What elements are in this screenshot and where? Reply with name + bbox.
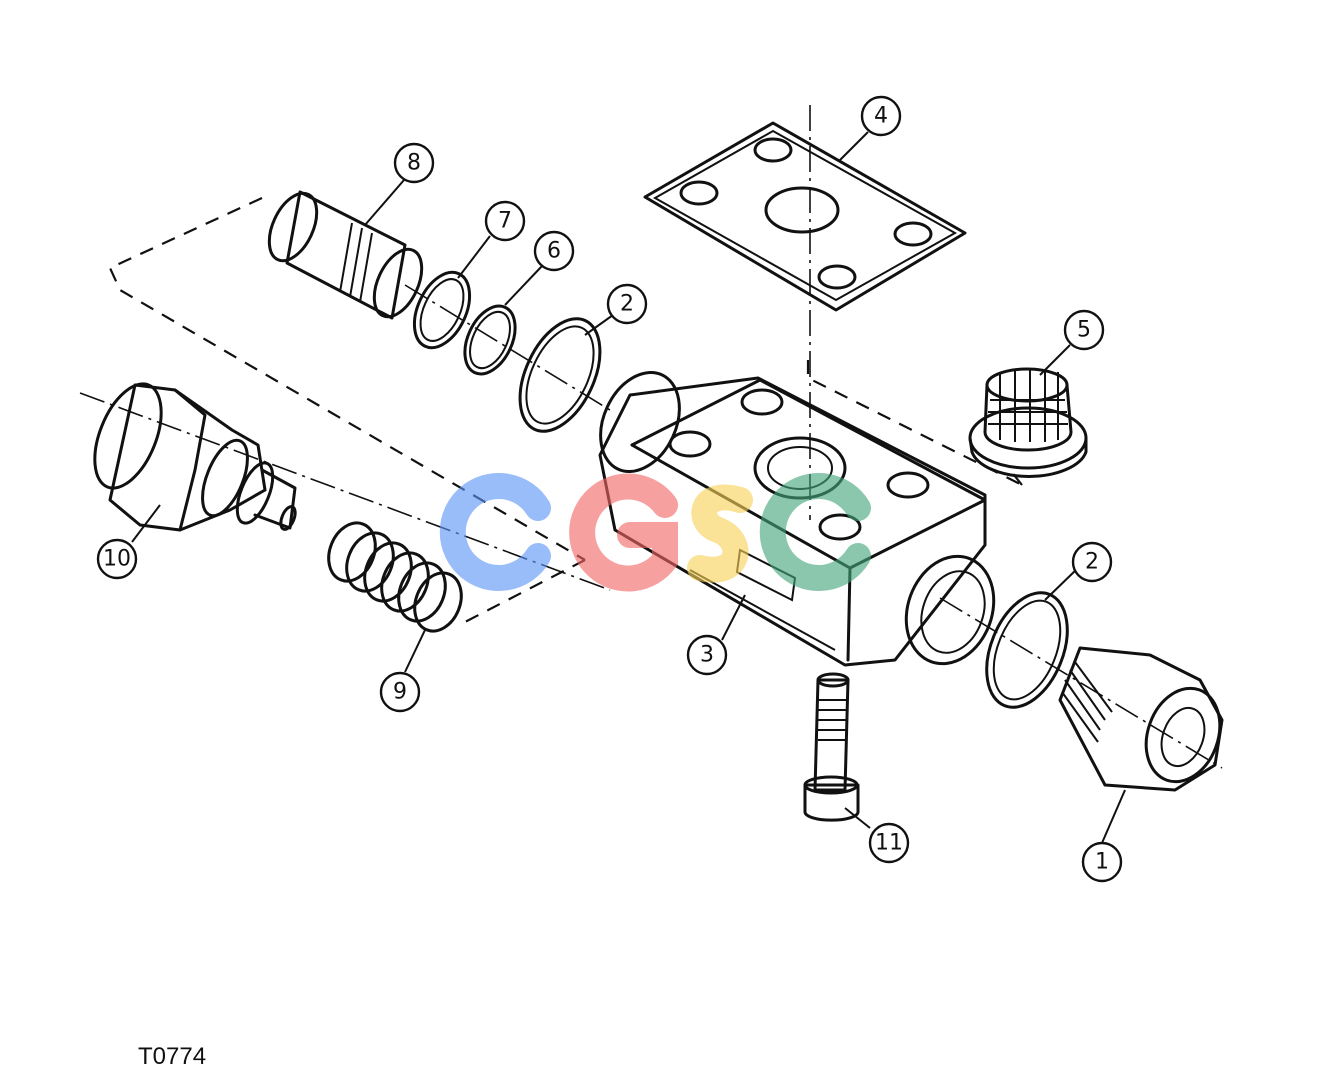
watermark-letter-c	[439, 473, 551, 591]
callout-11: 11	[875, 831, 903, 856]
end-fitting	[1058, 646, 1224, 792]
ring-set-upper	[412, 270, 602, 433]
callout-2-upper: 2	[620, 292, 634, 317]
figure-code: T0774	[138, 1043, 206, 1067]
callout-5: 5	[1077, 318, 1091, 343]
watermark-letter-g	[569, 473, 678, 592]
callout-8: 8	[407, 151, 421, 176]
cgsc-watermark	[439, 473, 871, 592]
callout-10: 10	[103, 547, 131, 572]
callout-9: 9	[393, 680, 407, 705]
piston	[267, 190, 424, 320]
filter-plug	[968, 367, 1088, 478]
callout-1: 1	[1095, 850, 1109, 875]
cap-screw	[803, 672, 860, 822]
callout-3: 3	[700, 643, 714, 668]
relief-fitting	[93, 382, 297, 532]
callout-4: 4	[874, 104, 888, 129]
valve-body	[598, 370, 996, 667]
callout-2-right: 2	[1085, 550, 1099, 575]
callout-6: 6	[547, 239, 561, 264]
spring	[327, 521, 463, 633]
watermark-letter-s	[687, 484, 753, 583]
watermark-letter-c-2	[759, 473, 871, 591]
gasket-plate	[643, 121, 967, 312]
callout-7: 7	[498, 209, 512, 234]
callouts: 1 2 2 3 4 5 6 7 8 9 10 11	[96, 95, 1126, 883]
